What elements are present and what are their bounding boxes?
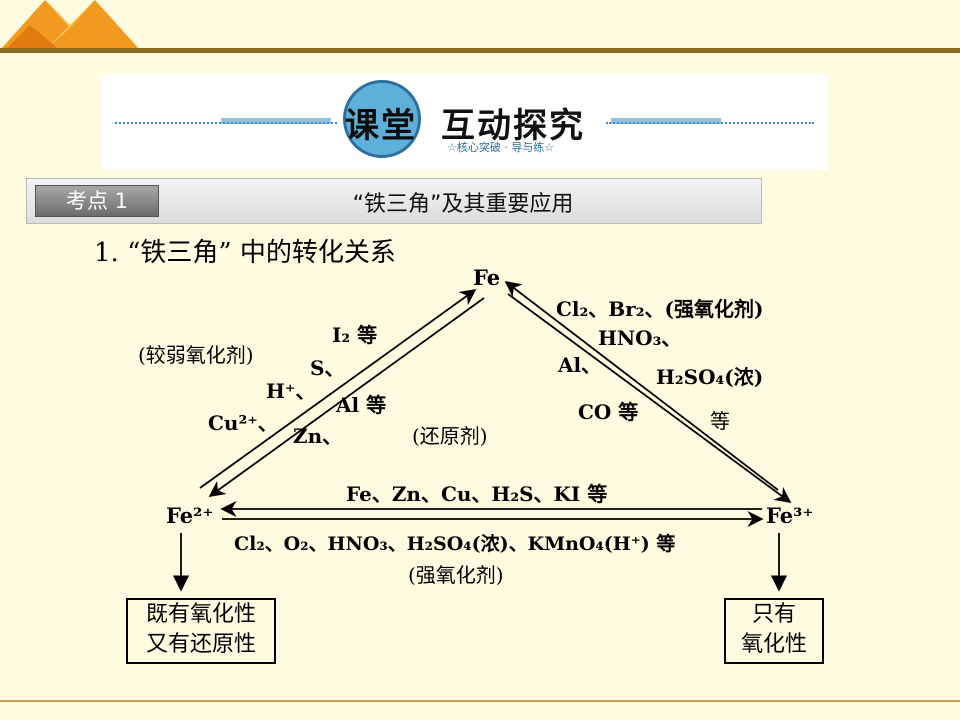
label-strong-oxidant-bottom: (强氧化剂) [408, 563, 504, 587]
arrow-fe2-to-fe [199, 289, 477, 489]
label-hno3-right: HNO₃、 [598, 326, 681, 350]
label-zn: Zn、 [293, 424, 342, 448]
top-band [0, 48, 960, 53]
label-cu2: Cu²⁺、 [208, 411, 278, 435]
topic-title: “铁三角”及其重要应用 [352, 192, 574, 217]
node-fe2: Fe²⁺ [166, 503, 213, 528]
banner-dots-left [115, 122, 337, 124]
label-co: CO 等 [578, 400, 638, 424]
box-fe2-line1: 既有氧化性 [145, 602, 256, 627]
label-al-left: Al 等 [335, 393, 386, 417]
label-reducers-bottom: Fe、Zn、Cu、H₂S、KI 等 [346, 482, 607, 506]
box-fe3-line1: 只有 [751, 602, 796, 627]
label-h-plus: H⁺、 [266, 379, 315, 403]
banner-main-title: 互动探究 [441, 106, 585, 146]
node-fe: Fe [473, 265, 500, 290]
box-fe3-line2: 氧化性 [740, 632, 807, 657]
banner-bar-left [221, 118, 331, 124]
section-title: 1. “铁三角” 中的转化关系 [94, 238, 396, 268]
box-fe2-property: 既有氧化性 又有还原性 [126, 598, 276, 664]
banner-circle [343, 80, 421, 158]
topic-tag-label: 考点 1 [36, 186, 158, 216]
box-fe3-property: 只有 氧化性 [724, 598, 824, 664]
banner: 课堂 互动探究 ☆核心突破 · 导与练☆ [101, 74, 828, 170]
banner-main-char: 课堂 [345, 106, 417, 146]
banner-bar-right [611, 118, 721, 124]
label-deng-right: 等 [710, 409, 730, 433]
box-fe2-line2: 又有还原性 [145, 632, 256, 657]
node-fe3: Fe³⁺ [766, 503, 813, 528]
topic-header: 考点 1 “铁三角”及其重要应用 [26, 178, 762, 224]
label-h2so4-right: H₂SO₄(浓) [656, 365, 763, 389]
label-oxidizers-bottom: Cl₂、O₂、HNO₃、H₂SO₄(浓)、KMnO₄(H⁺) 等 [234, 532, 675, 555]
arrow-fe3-to-fe [504, 281, 779, 491]
banner-dots-right [606, 122, 814, 124]
label-weak-oxidant: (较弱氧化剂) [138, 343, 254, 367]
label-i2: I₂ 等 [332, 323, 377, 347]
label-s: S、 [310, 356, 344, 380]
topic-tag: 考点 1 [35, 185, 159, 217]
banner-subtitle: ☆核心突破 · 导与练☆ [447, 141, 555, 154]
corner-decoration-right [5, 0, 140, 50]
label-al-right: Al、 [557, 353, 601, 377]
label-reducing-agent: (还原剂) [412, 424, 488, 448]
arrow-fe-to-fe2 [208, 297, 485, 497]
arrow-fe-to-fe3 [507, 293, 792, 503]
label-cl2-br2: Cl₂、Br₂、(强氧化剂) [556, 297, 763, 321]
bottom-band [0, 700, 960, 702]
